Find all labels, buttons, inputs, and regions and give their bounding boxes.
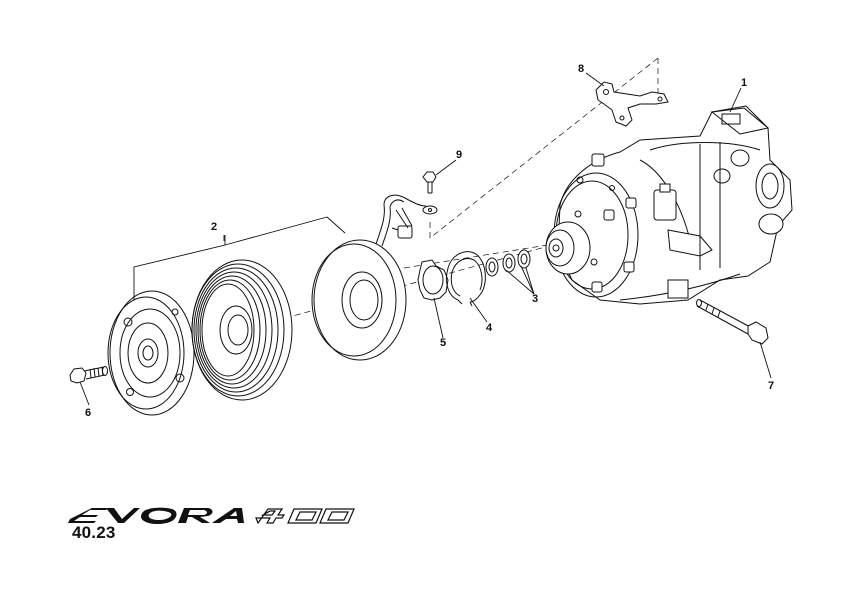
shims-part: [485, 249, 531, 277]
callout-4: 4: [486, 322, 493, 334]
callout-leader-lines: [79, 72, 772, 406]
callout-7: 7: [768, 380, 775, 392]
circlip-part: [445, 251, 486, 307]
callout-6: 6: [85, 407, 92, 419]
clutch-pulley-part: [191, 259, 293, 401]
field-coil-part: [311, 194, 438, 361]
shim-plate-part: [417, 259, 449, 301]
earth-screw-part: [422, 171, 437, 194]
callout-5: 5: [440, 337, 447, 349]
compressor-part: [545, 105, 793, 305]
callout-3: 3: [532, 293, 539, 305]
compressor-mounting-bolt-part: [696, 299, 769, 345]
page-reference-number: 40.23: [72, 523, 116, 542]
mounting-bracket-part: [595, 81, 669, 127]
callout-1: 1: [741, 77, 748, 89]
evora-400-logo: [68, 507, 355, 525]
pulley-bolt-part: [69, 366, 108, 384]
callout-2: 2: [211, 221, 218, 233]
callout-8: 8: [578, 63, 585, 75]
callout-9: 9: [456, 149, 463, 161]
clutch-hub-plate-part: [107, 290, 195, 416]
